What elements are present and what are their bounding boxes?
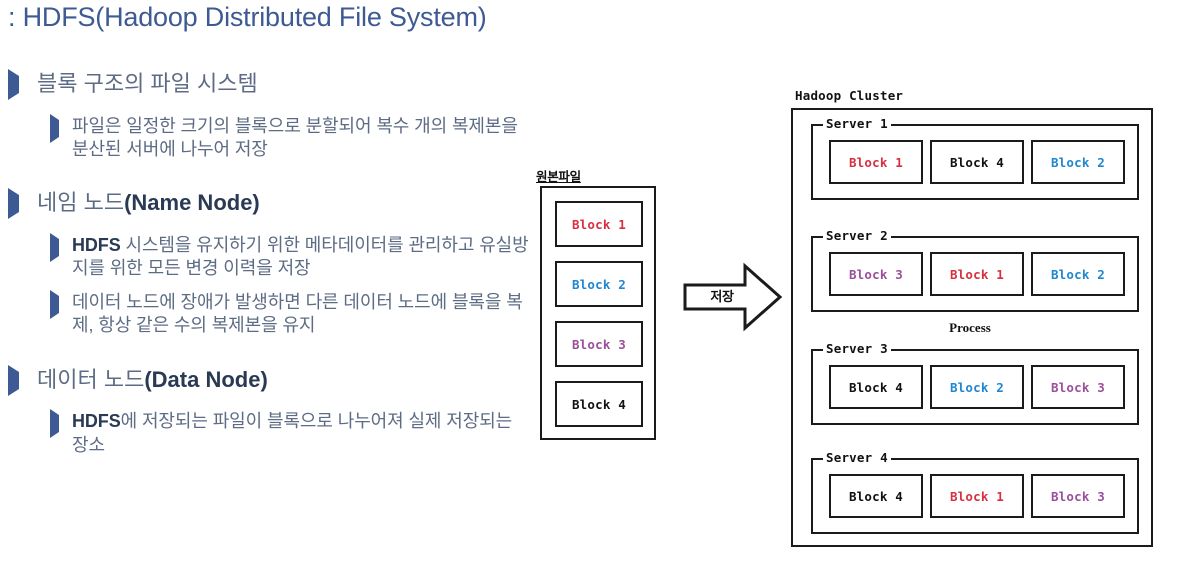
server-block: Block 3: [1031, 365, 1125, 409]
triangle-bullet-icon: [8, 364, 19, 396]
outline-item-text: 블록 구조의 파일 시스템: [37, 70, 258, 99]
cluster-title: Hadoop Cluster: [795, 88, 904, 103]
server-block: Block 2: [930, 365, 1024, 409]
server-block: Block 4: [829, 365, 923, 409]
outline-item-level-2: 데이터 노드에 장애가 발생하면 다른 데이터 노드에 블록을 복제, 항상 같…: [50, 289, 530, 338]
outline-text-part: (Name Node): [124, 190, 260, 216]
save-arrow-label: 저장: [710, 290, 734, 305]
outline-spacer: [0, 163, 530, 189]
outline-item-text: HDFS 시스템을 유지하기 위한 메타데이터를 관리하고 유실방지를 위한 모…: [72, 234, 530, 281]
save-arrow-icon: [683, 261, 783, 333]
outline-text-part: 데이터 노드: [37, 366, 145, 392]
outline-item-text: 데이터 노드에 장애가 발생하면 다른 데이터 노드에 블록을 복제, 항상 같…: [72, 291, 530, 338]
triangle-bullet-icon: [50, 113, 59, 143]
triangle-bullet-icon: [50, 232, 59, 262]
outline-item-level-2: HDFS에 저장되는 파일이 블록으로 나누어져 실제 저장되는 장소: [50, 409, 530, 457]
server-label: Server 4: [823, 450, 891, 465]
outline-spacer: [0, 340, 530, 366]
source-block: Block 4: [555, 381, 643, 427]
server-block: Block 2: [1031, 140, 1125, 184]
source-file-label: 원본파일: [536, 169, 581, 184]
outline-spacer: [0, 101, 530, 115]
page-title: : HDFS(Hadoop Distributed File System): [8, 2, 487, 32]
outline-text-part: 에 저장되는 파일이 블록으로 나누어져 실제 저장되는 장소: [72, 411, 513, 455]
server-label: Server 1: [823, 116, 891, 131]
server-block: Block 2: [1031, 252, 1125, 296]
server-block: Block 4: [930, 140, 1024, 184]
outline-spacer: [0, 220, 530, 234]
outline-item-level-2: 파일은 일정한 크기의 블록으로 분할되어 복수 개의 복제본을 분산된 서버에…: [50, 113, 530, 162]
outline-spacer: [0, 396, 530, 410]
outline-item-level-1: 블록 구조의 파일 시스템: [8, 69, 530, 100]
outline-text-part: 블록 구조의 파일 시스템: [37, 71, 258, 96]
outline-item-text: 네임 노드(Name Node): [37, 189, 260, 218]
process-label: Process: [900, 320, 1040, 336]
server-label: Server 3: [823, 341, 891, 356]
outline-text-part: HDFS: [72, 411, 121, 432]
server-block: Block 4: [829, 474, 923, 518]
source-block: Block 3: [555, 321, 643, 367]
outline-text-part: 데이터 노드에 장애가 발생하면 다른 데이터 노드에 블록을 복제, 항상 같…: [72, 291, 523, 336]
source-file-box: Block 1 Block 2 Block 3 Block 4: [540, 186, 656, 440]
server-label: Server 2: [823, 228, 891, 243]
outline-item-text: HDFS에 저장되는 파일이 블록으로 나누어져 실제 저장되는 장소: [72, 410, 530, 457]
server-block: Block 3: [1031, 474, 1125, 518]
source-block: Block 1: [555, 201, 643, 247]
outline-item-text: 파일은 일정한 크기의 블록으로 분할되어 복수 개의 복제본을 분산된 서버에…: [72, 115, 530, 162]
outline-text-part: 파일은 일정한 크기의 블록으로 분할되어 복수 개의 복제본을 분산된 서버에…: [72, 115, 518, 159]
outline-text-part: 네임 노드: [37, 190, 125, 216]
triangle-bullet-icon: [50, 289, 59, 319]
triangle-bullet-icon: [8, 69, 19, 100]
outline-text-part: 시스템을 유지하기 위한 메타데이터를 관리하고 유실방지를 위한 모든 변경 …: [72, 234, 529, 279]
outline-item-level-1: 네임 노드(Name Node): [8, 188, 530, 220]
outline-item-text: 데이터 노드(Data Node): [37, 366, 268, 395]
outline-text-part: HDFS: [72, 234, 121, 255]
outline-text-part: (Data Node): [144, 366, 268, 392]
source-block: Block 2: [555, 261, 643, 307]
server-block: Block 1: [930, 252, 1024, 296]
outline-spacer: [0, 283, 530, 291]
triangle-bullet-icon: [50, 409, 59, 439]
server-block: Block 1: [930, 474, 1024, 518]
outline-item-level-2: HDFS 시스템을 유지하기 위한 메타데이터를 관리하고 유실방지를 위한 모…: [50, 232, 530, 281]
server-block: Block 1: [829, 140, 923, 184]
triangle-bullet-icon: [8, 188, 19, 220]
outline-item-level-1: 데이터 노드(Data Node): [8, 364, 530, 396]
server-block: Block 3: [829, 252, 923, 296]
